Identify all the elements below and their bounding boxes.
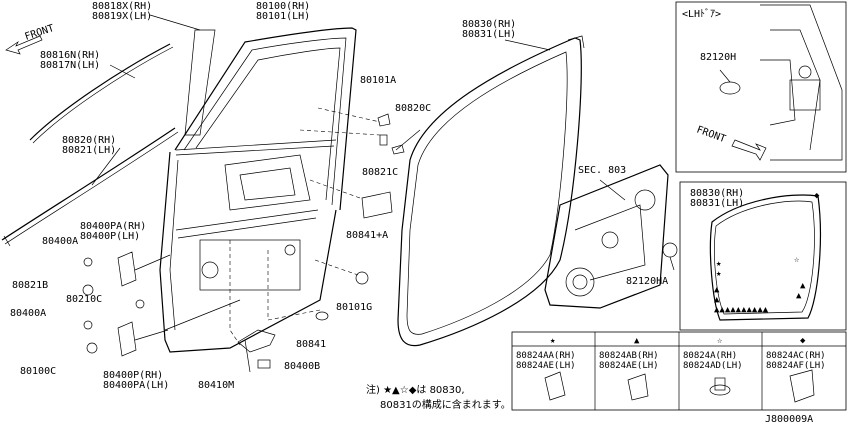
label-inset-80831: 80831(LH) [690,198,744,209]
svg-text:▲: ▲ [714,285,720,295]
label-80100: 80100(RH) [256,1,310,12]
svg-text:★: ★ [716,259,722,269]
lh-door-inset [675,1,847,173]
clip-col4-lh: 80824AF(LH) [766,361,826,371]
door-shell [159,27,357,353]
label-80400p-rh: 80400P(RH) [103,370,163,381]
svg-text:☆: ☆ [794,255,800,265]
label-80821: 80821(LH) [62,145,116,156]
label-82120h: 82120H [700,52,736,63]
dashed-leaders [229,107,381,346]
label-80410m: 80410M [198,380,234,391]
label-80400pa-rh: 80400PA(RH) [80,221,146,232]
label-80817n: 80817N(LH) [40,60,100,71]
label-80400a-top: 80400A [42,236,78,247]
label-80819x: 80819X(LH) [92,11,152,22]
leaders-left [91,14,201,186]
label-80400pa-lh: 80400PA(LH) [103,380,169,391]
svg-text:▲: ▲ [796,291,802,301]
clip-col3-lh: 80824AD(LH) [683,361,743,371]
label-80400a-bottom: 80400A [10,308,46,319]
label-80101a: 80101A [360,75,396,86]
svg-text:▲: ▲ [714,295,720,305]
clip-col1-rh: 80824AA(RH) [516,351,576,361]
svg-text:★: ★ [716,269,722,279]
clip-col3-symbol: ☆ [717,336,723,346]
hinges [82,251,171,357]
clip-col1-lh: 80824AE(LH) [516,361,576,371]
clip-col4-symbol: ◆ [800,336,806,346]
clip-table-text: ★ 80824AA(RH) 80824AE(LH) ▲ 80824AB(RH) … [516,336,826,371]
window-regulator [544,164,678,309]
label-lh-door: <LHﾄﾞｱ> [682,8,721,20]
label-80816n: 80816N(RH) [40,50,100,61]
label-80101: 80101(LH) [256,11,310,22]
clip-col3-rh: 80824A(RH) [683,351,737,361]
label-80818x: 80818X(RH) [92,1,152,12]
note-line2: 80831の構成に含まれます。 [380,398,511,411]
moulding-strips [1,29,216,247]
label-80830: 80830(RH) [462,19,516,30]
svg-text:◆: ◆ [814,191,820,201]
label-80821c: 80821C [362,167,398,178]
clip-col2-lh: 80824AE(LH) [599,361,659,371]
label-80820: 80820(RH) [62,135,116,146]
svg-text:▲▲▲▲▲▲▲▲▲▲: ▲▲▲▲▲▲▲▲▲▲ [714,305,769,315]
label-82120ha: 82120HA [626,276,668,287]
label-80831: 80831(LH) [462,29,516,40]
label-inset-80830: 80830(RH) [690,188,744,199]
label-80820c: 80820C [395,103,431,114]
diagram-id: J800009A [765,414,813,425]
note-line1: 注) ★▲☆◆は 80830, [366,383,465,396]
clip-col2-rh: 80824AB(RH) [599,351,659,361]
clip-col2-symbol: ▲ [634,336,640,346]
clip-col1-symbol: ★ [550,336,556,346]
label-sec803: SEC. 803 [578,165,626,176]
clip-table [511,331,847,411]
svg-text:▲: ▲ [800,281,806,291]
label-80100c: 80100C [20,366,56,377]
weatherstrip [397,35,585,347]
label-80841a: 80841+A [346,230,388,241]
label-80841: 80841 [296,339,326,350]
label-80821b: 80821B [12,280,48,291]
seal-symbol-inset: ★ ★ ☆ ◆ ▲ ▲ ▲▲▲▲▲▲▲▲▲▲ ▲ ▲ [679,181,847,331]
small-parts [237,113,421,373]
callout-labels: 80818X(RH) 80819X(LH) 80816N(RH) 80817N(… [10,1,813,425]
label-80101g: 80101G [336,302,372,313]
clip-col4-rh: 80824AC(RH) [766,351,826,361]
note-text: 注) ★▲☆◆は 80830, 80831の構成に含まれます。 [366,383,511,411]
label-80210c: 80210C [66,294,102,305]
front-label-left: FRONT [24,23,56,43]
label-80400b: 80400B [284,361,320,372]
front-label-inset: FRONT [695,124,727,145]
label-80400p-lh: 80400P(LH) [80,231,140,242]
